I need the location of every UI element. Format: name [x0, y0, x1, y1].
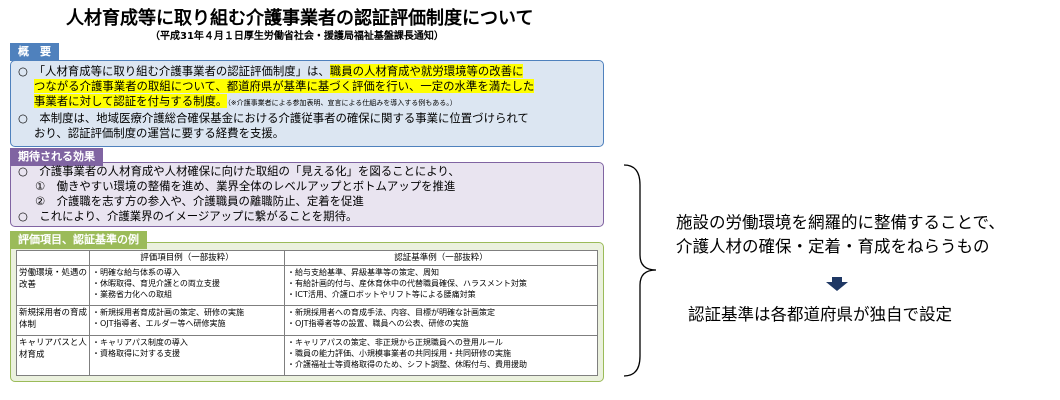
overview-text: ○ 「人材育成等に取り組む介護事業者の認証評価制度」は、職員の人材育成や就労環境…	[18, 64, 535, 141]
item-bullet: ・キャリアパス制度の導入	[92, 338, 188, 347]
row-standards: ・キャリアパスの策定、非正規から正規職員への登用ルール ・職員の能力評価、小規模…	[284, 335, 598, 376]
row-category: キャリアパスと人材育成	[16, 335, 90, 376]
overview-label: 概 要	[10, 43, 59, 61]
table-header-row: 評価項目例（一部抜粋） 認証基準例（一部抜粋）	[16, 250, 598, 266]
side-line3: 認証基準は各都道府県が独自で設定	[688, 305, 952, 324]
overview-line1b: 職員の人材育成や就労環境等の改善に	[329, 64, 524, 78]
row-items: ・新規採用者育成計画の策定、研修の実施 ・OJT指導者、エルダー等へ研修実施	[89, 305, 285, 336]
row-items: ・明確な給与体系の導入 ・休暇取得、育児介護との両立支援 ・業務省力化への取組	[89, 265, 285, 306]
overview-line2: つながる介護事業者の取組について、都道府県が基準に基づく評価を行い、一定の水準を…	[34, 79, 535, 93]
row-category: 労働環境・処遇の改善	[16, 265, 90, 306]
standard-bullet: ・新規採用者への育成手法、内容、目標が明確な計画策定	[287, 308, 495, 317]
right-curly-brace	[623, 164, 657, 377]
effects-line: ○ これにより、介護業界のイメージアップに繋がることを期待。	[18, 209, 358, 223]
row-category: 新規採用者の育成体制	[16, 305, 90, 336]
overview-line4: ○ 本制度は、地域医療介護総合確保基金における介護従事者の確保に関する事業に位置…	[18, 111, 529, 125]
row-items: ・キャリアパス制度の導入 ・資格取得に対する支援	[89, 335, 285, 376]
table-row: 新規採用者の育成体制 ・新規採用者育成計画の策定、研修の実施 ・OJT指導者、エ…	[16, 305, 598, 336]
effects-label: 期待される効果	[10, 148, 103, 166]
overview-line3-note: （※介護事業者による参加表明、宣言による仕組みを導入する例もある。）	[227, 99, 457, 107]
side-line1: 施設の労働環境を網羅的に整備することで、	[676, 213, 1005, 232]
overview-line3: 事業者に対して認証を付与する制度。	[34, 94, 228, 108]
item-bullet: ・業務省力化への取組	[92, 290, 172, 299]
table-header-items: 評価項目例（一部抜粋）	[89, 250, 285, 266]
effects-line: ○ 介護事業者の人材育成や人材確保に向けた取組の「見える化」を図ることにより、	[18, 164, 460, 178]
row-standards: ・新規採用者への育成手法、内容、目標が明確な計画策定 ・OJT指導者等の設置、職…	[284, 305, 598, 336]
standard-bullet: ・キャリアパスの策定、非正規から正規職員への登用ルール	[287, 338, 503, 347]
standard-bullet: ・給与支給基準、昇級基準等の策定、周知	[287, 268, 439, 277]
standard-bullet: ・ICT活用、介護ロボットやリフト等による腰痛対策	[287, 290, 476, 299]
item-bullet: ・新規採用者育成計画の策定、研修の実施	[92, 308, 244, 317]
standard-bullet: ・介護福祉士等資格取得のため、シフト調整、休暇付与、費用援助	[287, 360, 527, 369]
criteria-table: 評価項目例（一部抜粋） 認証基準例（一部抜粋） 労働環境・処遇の改善 ・明確な給…	[16, 250, 598, 376]
table-row: キャリアパスと人材育成 ・キャリアパス制度の導入 ・資格取得に対する支援 ・キャ…	[16, 335, 598, 376]
table-row: 労働環境・処遇の改善 ・明確な給与体系の導入 ・休暇取得、育児介護との両立支援 …	[16, 265, 598, 306]
table-header-standards: 認証基準例（一部抜粋）	[284, 250, 598, 266]
effects-line: ② 介護職を志す方の参入や、介護職員の離職防止、定着を促進	[35, 194, 364, 208]
overview-line5: おり、認証評価制度の運営に要する経費を支援。	[34, 126, 285, 140]
item-bullet: ・資格取得に対する支援	[92, 349, 180, 358]
row-standards: ・給与支給基準、昇級基準等の策定、周知 ・有給計画的付与、産休育休中の代替職員確…	[284, 265, 598, 306]
page-subtitle: （平成31年４月１日厚生労働省社会・援護局福祉基盤課長通知）	[150, 31, 444, 42]
standard-bullet: ・職員の能力評価、小規模事業者の共同採用・共同研修の実施	[287, 349, 511, 358]
down-arrow-icon	[826, 277, 848, 291]
effects-line: ① 働きやすい環境の整備を進め、業界全体のレベルアップとボトムアップを推進	[35, 179, 456, 193]
side-line2: 介護人材の確保・定着・育成をねらうもの	[676, 237, 990, 256]
standard-bullet: ・有給計画的付与、産休育休中の代替職員確保、ハラスメント対策	[287, 279, 527, 288]
item-bullet: ・明確な給与体系の導入	[92, 268, 180, 277]
effects-box	[10, 162, 604, 227]
side-summary: 施設の労働環境を網羅的に整備することで、 介護人材の確保・定着・育成をねらうもの	[676, 211, 1005, 259]
table-header-category	[16, 250, 90, 266]
overview-line1a: ○ 「人材育成等に取り組む介護事業者の認証評価制度」は、	[18, 64, 330, 78]
page-title: 人材育成等に取り組む介護事業者の認証評価制度について	[66, 8, 534, 29]
standard-bullet: ・OJT指導者等の設置、職員への公表、研修の実施	[287, 319, 469, 328]
effects-text: ○ 介護事業者の人材育成や人材確保に向けた取組の「見える化」を図ることにより、 …	[18, 164, 460, 224]
criteria-label: 評価項目、認証基準の例	[10, 231, 147, 249]
item-bullet: ・休暇取得、育児介護との両立支援	[92, 279, 220, 288]
item-bullet: ・OJT指導者、エルダー等へ研修実施	[92, 319, 226, 328]
